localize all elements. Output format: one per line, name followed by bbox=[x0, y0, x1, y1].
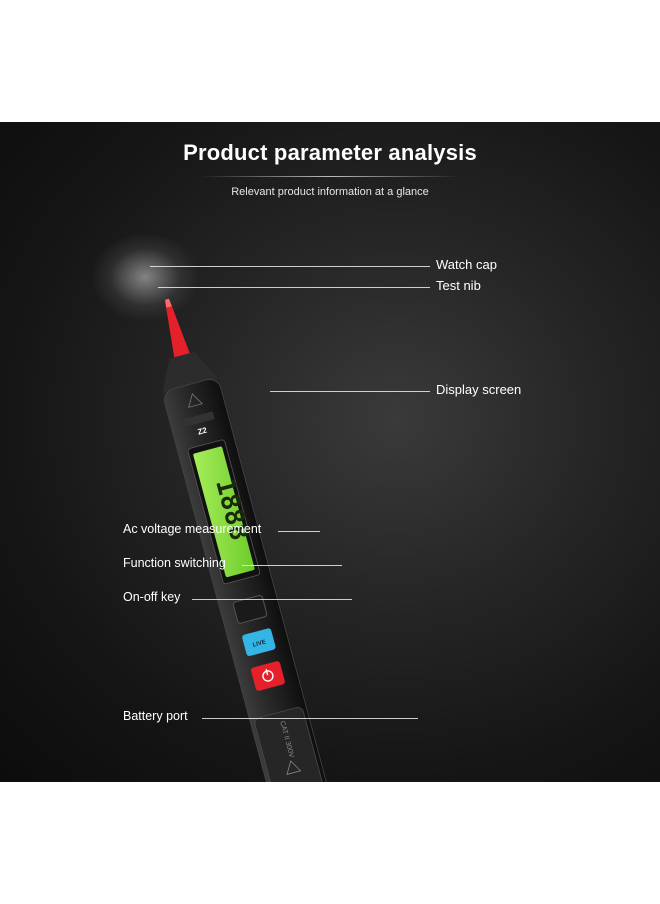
battery-port-label: Battery port bbox=[123, 709, 188, 723]
battery-port-leader bbox=[202, 718, 418, 719]
function-switching-label: Function switching bbox=[123, 556, 226, 570]
page-subtitle: Relevant product information at a glance bbox=[231, 186, 429, 198]
tip-light-glow bbox=[90, 232, 200, 322]
test-nib-leader bbox=[158, 287, 430, 288]
watch-cap-label: Watch cap bbox=[436, 257, 497, 272]
ac-voltage-button bbox=[232, 595, 268, 624]
nib-cone bbox=[162, 351, 219, 394]
display-screen-label: Display screen bbox=[436, 382, 522, 397]
test-nib-label: Test nib bbox=[436, 278, 481, 293]
on-off-key-leader bbox=[192, 599, 352, 600]
function-switching-leader bbox=[242, 565, 342, 566]
ac-voltage-label: Ac voltage measurement bbox=[123, 522, 262, 536]
voltage-tester-pen: Z2 1888 LIVE CAT II 300V bbox=[162, 298, 327, 782]
power-button bbox=[250, 661, 285, 691]
svg-text:LIVE: LIVE bbox=[252, 639, 266, 648]
model-label: Z2 bbox=[197, 425, 209, 436]
battery-cover bbox=[254, 707, 324, 782]
test-nib bbox=[166, 306, 190, 358]
on-off-key-label: On-off key bbox=[123, 590, 181, 604]
watch-cap-leader bbox=[150, 266, 430, 267]
ac-voltage-leader bbox=[278, 531, 320, 532]
display-screen-leader bbox=[270, 391, 430, 392]
watch-cap-tip bbox=[165, 298, 172, 308]
page-title: Product parameter analysis bbox=[183, 140, 477, 165]
product-panel: Product parameter analysis Relevant prod… bbox=[0, 122, 660, 782]
title-divider bbox=[200, 176, 460, 177]
live-button bbox=[242, 628, 276, 657]
